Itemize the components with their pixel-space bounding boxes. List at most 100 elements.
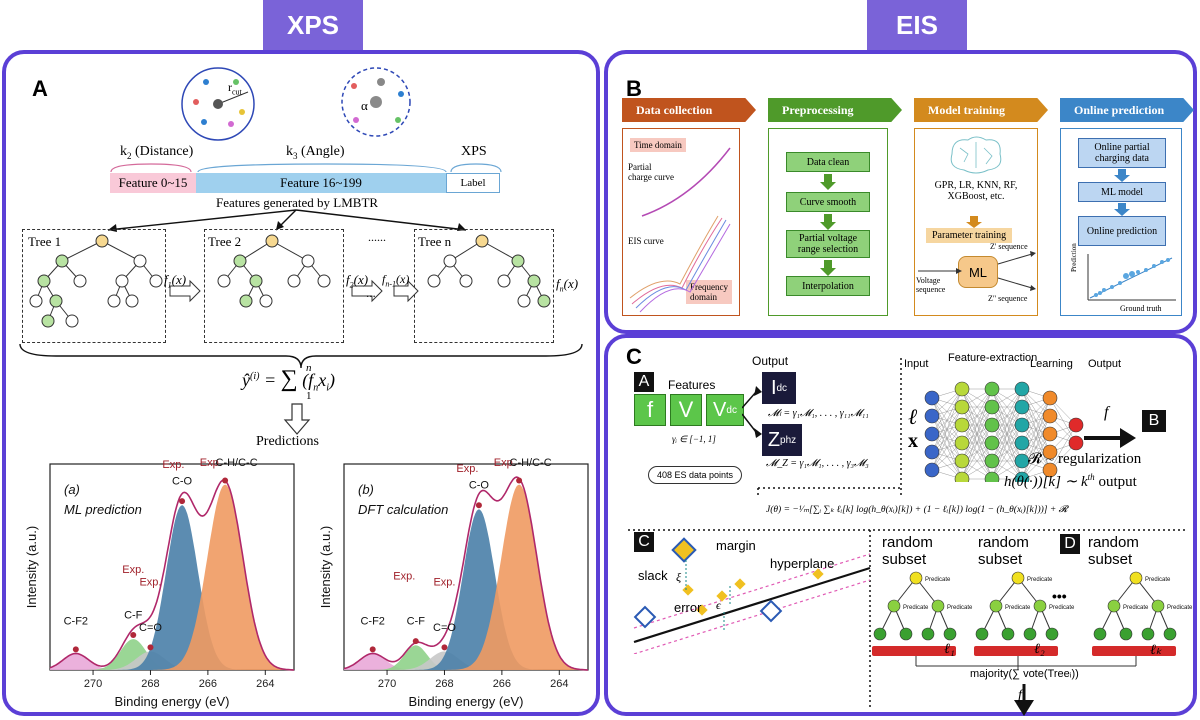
- output-zphz-sub: phz: [780, 434, 797, 446]
- annotation-exp: Exp.: [393, 570, 415, 582]
- nn-node: [984, 435, 1000, 451]
- rf-node: [943, 627, 957, 641]
- panel-b-label: B: [626, 76, 642, 101]
- k3-sub: 3: [293, 150, 298, 161]
- r-cut-text: r: [228, 80, 232, 94]
- panel-b: B Data collection Preprocessing Model tr…: [604, 50, 1197, 334]
- svr-hyperplane-label: hyperplane: [770, 556, 835, 571]
- k3-desc: (Angle): [301, 144, 345, 159]
- envelope-line: [343, 476, 588, 671]
- nn-node: [1042, 426, 1058, 442]
- rf-node: [899, 627, 913, 641]
- rf-node: [1129, 571, 1143, 585]
- rf-node: [1033, 599, 1047, 613]
- rf-f-label: f: [1018, 688, 1022, 703]
- x-tick-label: 268: [435, 678, 453, 690]
- online-step-3-label: Online prediction: [1086, 225, 1158, 237]
- online-step-2: ML model: [1078, 182, 1166, 202]
- nn-feat-label: Feature-extraction: [948, 352, 1038, 364]
- chart-subtitle: ML prediction: [64, 502, 142, 517]
- rf-node: [921, 627, 935, 641]
- fn-text: f: [556, 276, 560, 291]
- k2-text: k: [120, 144, 127, 159]
- tab-eis[interactable]: EIS: [867, 0, 967, 50]
- peak-c-h-c-c: [344, 484, 588, 670]
- annotation-peak: C-H/C-C: [510, 458, 552, 469]
- exp-point-c-o: [179, 498, 186, 505]
- panel-c-label: C: [626, 344, 642, 369]
- f2-sub: 2: [349, 280, 354, 290]
- online-prediction-box: [1060, 128, 1182, 316]
- annotation-exp: Exp.: [456, 463, 478, 475]
- ml-arrows: [918, 216, 1036, 291]
- feature-block-2: Feature 16~199: [196, 173, 446, 193]
- online-step-arrows: [1114, 169, 1130, 216]
- formula-rhs: (f: [302, 370, 314, 390]
- tab-xps[interactable]: XPS: [263, 0, 363, 50]
- nn-edge: [961, 442, 993, 480]
- predictions-arrow: [283, 403, 311, 435]
- random-forest: PredicatePredicatePredicatePredicatePred…: [872, 571, 1193, 716]
- x-tick-label: 266: [493, 678, 511, 690]
- data-curves: [629, 147, 731, 313]
- nn-node: [924, 390, 940, 406]
- chart-subtitle: DFT calculation: [358, 502, 448, 517]
- rf-lk: ℓₖ: [1150, 643, 1162, 658]
- htheta-out: output: [1098, 474, 1137, 490]
- feature-f: f: [634, 394, 666, 426]
- y-axis-label: Intensity (a.u.): [24, 526, 39, 608]
- partial-charge-text: Partial charge curve: [628, 162, 675, 182]
- formula-rhs3: ): [329, 370, 335, 390]
- z1-seq-label: Z' sequence: [990, 242, 1028, 251]
- predictions-label: Predictions: [256, 434, 319, 449]
- rf-node: [887, 599, 901, 613]
- feature-block-label: Label: [446, 173, 500, 193]
- sub-a-label: A: [634, 372, 654, 392]
- nn-node: [1042, 390, 1058, 406]
- neural-network: [924, 381, 1136, 482]
- nn-input-label: Input: [904, 358, 929, 370]
- decision-trees: [29, 234, 551, 328]
- f2-label: f2(x): [346, 272, 368, 290]
- stage-1-label: Data collection: [636, 102, 713, 117]
- frequency-domain-label: Frequency domain: [686, 280, 732, 304]
- nn-edge: [961, 424, 993, 480]
- tree-box-2: [204, 229, 344, 343]
- nn-edge: [991, 388, 1023, 444]
- nn-output-label: Output: [1088, 358, 1122, 370]
- annotation-exp: Exp.: [139, 577, 161, 589]
- exp-point-c-h-c-c: [516, 477, 523, 484]
- rf-predicate-label: Predicate: [1027, 577, 1053, 583]
- rf-l2: ℓ₂: [1034, 642, 1045, 657]
- tab-eis-label: EIS: [896, 9, 938, 40]
- tree-1: [29, 234, 163, 328]
- feature-vdc-sub: dc: [726, 404, 737, 416]
- hollow-arrows: [169, 279, 419, 303]
- rf-leaf-bar: [974, 646, 1058, 656]
- x-tick-label: 270: [84, 678, 102, 690]
- stage-online-prediction: Online prediction: [1060, 98, 1194, 122]
- rf-predicate-label: Predicate: [1145, 577, 1171, 583]
- svr-margin-label: margin: [716, 538, 756, 553]
- formula-sigma: ∑: [280, 366, 298, 392]
- prediction-axis-label: Prediction: [1070, 243, 1078, 272]
- stage-2-label: Preprocessing: [782, 102, 854, 117]
- output-zphz-text: Z: [767, 428, 781, 451]
- htheta-sup: th: [1087, 472, 1095, 482]
- formula-eq: =: [263, 370, 277, 390]
- nn-edge: [991, 388, 1023, 462]
- feature-v: V: [670, 394, 702, 426]
- pre-step-2: Curve smooth: [786, 192, 870, 212]
- partial-charge-label: Partial charge curve: [628, 162, 674, 182]
- output-idc-text: I: [770, 376, 777, 399]
- output-label: Output: [752, 354, 789, 368]
- nn-edge: [991, 406, 1023, 480]
- nn-edge: [1021, 397, 1051, 444]
- nn-edge: [991, 424, 1023, 480]
- nn-node: [954, 381, 970, 397]
- nn-node: [984, 453, 1000, 469]
- feature-block-1: Feature 0~15: [110, 173, 196, 193]
